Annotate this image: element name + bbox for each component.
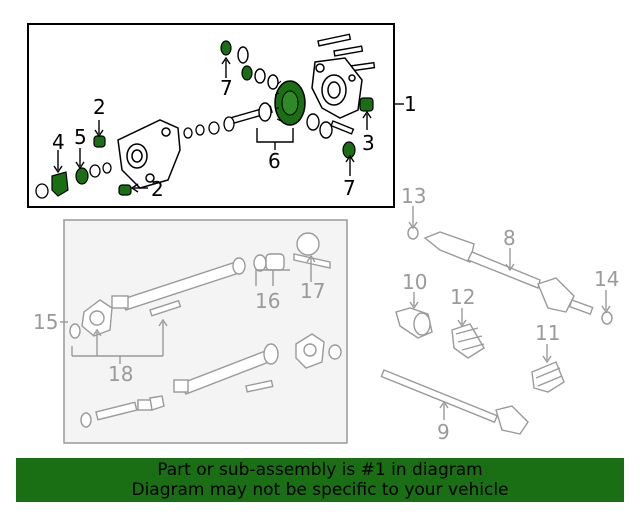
callout-5: 5 bbox=[74, 125, 87, 149]
drive-shaft-icon bbox=[380, 226, 613, 435]
callout-14: 14 bbox=[594, 267, 619, 291]
flange-icon bbox=[51, 171, 69, 197]
callout-2-lower: 2 bbox=[151, 177, 164, 201]
callout-4: 4 bbox=[52, 130, 65, 154]
propeller-shaft-icon bbox=[69, 232, 331, 339]
spacer-icon bbox=[183, 116, 235, 139]
bushing-icon bbox=[118, 184, 132, 196]
washer-icon bbox=[102, 162, 112, 174]
callout-12: 12 bbox=[450, 285, 475, 309]
differential-housing-icon bbox=[117, 119, 181, 189]
nut-icon bbox=[35, 183, 49, 199]
callout-17: 17 bbox=[300, 279, 325, 303]
leader-lines bbox=[53, 56, 404, 193]
seal-icon bbox=[220, 40, 232, 56]
bushing-icon bbox=[359, 97, 374, 112]
inset-leader-lines bbox=[60, 254, 316, 364]
callout-8: 8 bbox=[503, 226, 516, 250]
callout-18: 18 bbox=[108, 362, 133, 386]
callout-15: 15 bbox=[33, 310, 58, 334]
callout-3: 3 bbox=[362, 131, 375, 155]
ring-gear-icon bbox=[274, 80, 306, 126]
banner-line-1: Part or sub-assembly is #1 in diagram bbox=[157, 460, 483, 480]
assembly-1-frame bbox=[27, 23, 395, 208]
differential-housing-icon bbox=[311, 57, 363, 119]
callout-13: 13 bbox=[401, 184, 426, 208]
callout-10: 10 bbox=[402, 270, 427, 294]
callout-9: 9 bbox=[437, 420, 450, 444]
callout-16: 16 bbox=[255, 289, 280, 313]
right-leader-lines bbox=[408, 206, 611, 420]
bushing-icon bbox=[93, 135, 106, 148]
banner-line-2: Diagram may not be specific to your vehi… bbox=[131, 480, 509, 500]
seal-icon bbox=[75, 167, 89, 185]
callout-2-upper: 2 bbox=[93, 95, 106, 119]
callout-11: 11 bbox=[535, 321, 560, 345]
propeller-shaft-icon bbox=[80, 333, 342, 428]
callout-7-upper: 7 bbox=[220, 76, 233, 100]
callout-7-lower: 7 bbox=[343, 176, 356, 200]
seal-icon bbox=[241, 65, 253, 81]
part-notice-banner: Part or sub-assembly is #1 in diagram Di… bbox=[16, 458, 624, 502]
callout-1: 1 bbox=[404, 92, 417, 116]
washer-icon bbox=[89, 164, 101, 178]
bearing-icon bbox=[237, 46, 355, 139]
seal-icon bbox=[342, 141, 356, 159]
callout-6: 6 bbox=[268, 149, 281, 173]
